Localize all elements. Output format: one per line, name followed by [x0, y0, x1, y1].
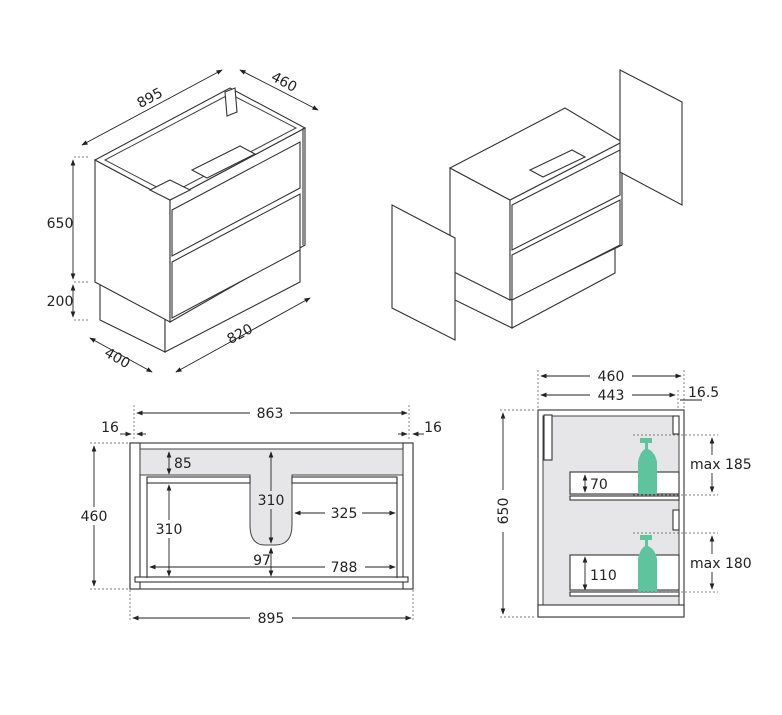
plan-overall-width-label: 895: [258, 611, 285, 627]
plan-left-side-label: 16: [101, 420, 119, 436]
side-inner-depth-label: 443: [598, 388, 625, 404]
plan-right-side-label: 16: [424, 420, 442, 436]
plan-inner-width-label: 863: [257, 406, 284, 422]
iso-width-label: 895: [135, 85, 166, 112]
lower-bottle-icon: [638, 535, 657, 592]
plan-dimensions: 863 16 16 460 85 310 310 325 97 788 895: [80, 405, 442, 627]
plan-cutout-depth-label: 310: [258, 493, 285, 509]
iso-height-label: 650: [47, 216, 74, 232]
iso-plinth-depth-label: 400: [101, 345, 132, 372]
plan-gap-label: 97: [253, 553, 271, 569]
side-overall-depth-label: 460: [598, 369, 625, 385]
plan-drawer-side-label: 325: [331, 506, 358, 522]
upper-bottle-icon: [638, 438, 657, 494]
plan-rear-depth-label: 85: [174, 456, 192, 472]
side-upper-drawer-label: 70: [590, 477, 608, 493]
iso-exploded-view: [391, 69, 683, 341]
side-dimensions: 460 443 16.5 650 max 185 70 max 180 110: [496, 369, 752, 618]
side-height-label: 650: [496, 498, 512, 525]
side-door-thickness-label: 16.5: [688, 385, 719, 401]
iso-plinth-width-label: 820: [225, 321, 256, 348]
iso-depth-label: 460: [268, 69, 299, 96]
iso-plinth-height-label: 200: [47, 294, 74, 310]
plan-drawer-width-label: 788: [331, 560, 358, 576]
side-lower-drawer-label: 110: [590, 568, 617, 584]
side-view: [537, 409, 685, 618]
side-upper-clearance-label: max 185: [690, 457, 752, 473]
plan-depth-label: 460: [81, 509, 108, 525]
iso-assembled-view: [93, 87, 307, 353]
plan-drawer-depth-label: 310: [156, 522, 183, 538]
side-lower-clearance-label: max 180: [690, 556, 752, 572]
